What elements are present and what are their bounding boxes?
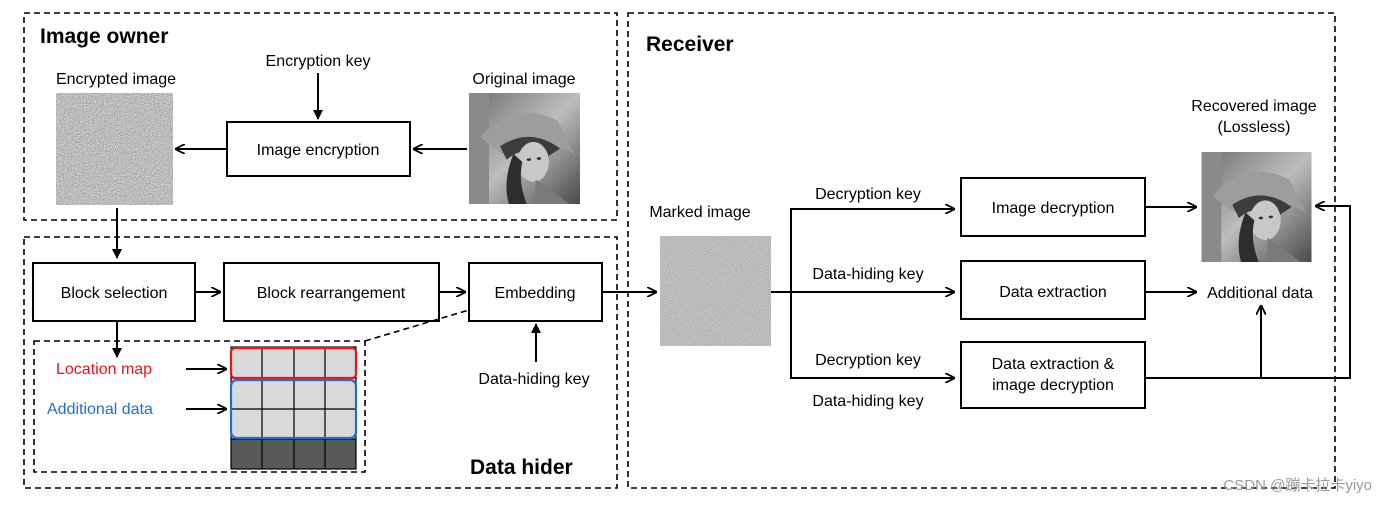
- encrypted-image-label: Encrypted image: [56, 71, 176, 88]
- original-image: [469, 93, 580, 204]
- extraction-decryption-box: [960, 341, 1146, 409]
- original-image-label: Original image: [472, 71, 575, 88]
- block-selection-text: Block selection: [61, 285, 168, 302]
- data-hiding-key-label-2: Data-hiding key: [812, 393, 923, 410]
- detail-callout-line: [364, 309, 470, 342]
- watermark: CSDN @蹦卡拉卡yiyo: [1223, 477, 1372, 494]
- data-extraction-text: Data extraction: [999, 284, 1107, 301]
- receiver-additional-data-label: Additional data: [1207, 285, 1313, 302]
- marked-image: [660, 236, 771, 346]
- section-title-image-owner: Image owner: [40, 25, 168, 48]
- image-decryption-box: [960, 177, 1146, 237]
- branch-to-extraction-decryption: [790, 292, 954, 378]
- encryption-key-label: Encryption key: [266, 53, 371, 70]
- combined-to-recovered-arrow: [1145, 206, 1351, 379]
- additional-data-label: Additional data: [47, 401, 153, 418]
- receiver-frame: [627, 12, 1336, 489]
- section-title-receiver: Receiver: [646, 33, 734, 56]
- extraction-decryption-text-line1: Data extraction &: [992, 356, 1115, 373]
- decryption-key-label-1: Decryption key: [815, 186, 921, 203]
- image-decryption-text: Image decryption: [992, 200, 1115, 217]
- location-map-highlight: [229, 346, 358, 380]
- recovered-image-label-line2: (Lossless): [1218, 119, 1291, 136]
- hider-data-hiding-key-label: Data-hiding key: [478, 371, 589, 388]
- block-detail-frame: [33, 340, 366, 473]
- recovered-image: [1201, 152, 1312, 262]
- marked-image-label: Marked image: [649, 204, 750, 221]
- decryption-key-label-2: Decryption key: [815, 352, 921, 369]
- block-rearrangement-text: Block rearrangement: [257, 285, 406, 302]
- encrypted-image: [56, 93, 173, 205]
- recovered-image-label-line1: Recovered image: [1191, 98, 1317, 115]
- embedding-text: Embedding: [495, 285, 576, 302]
- data-hiding-key-label-1: Data-hiding key: [812, 266, 923, 283]
- additional-data-highlight: [229, 378, 358, 440]
- image-encryption-text: Image encryption: [257, 142, 380, 159]
- data-extraction-box: [960, 260, 1146, 320]
- section-title-data-hider: Data hider: [470, 456, 573, 479]
- block-grid: [229, 346, 358, 470]
- branch-to-image-decryption: [771, 209, 954, 293]
- block-rearrangement-box: [223, 262, 440, 322]
- extraction-decryption-text-line2: image decryption: [992, 377, 1114, 394]
- embedding-box: [468, 262, 603, 322]
- location-map-label: Location map: [56, 361, 152, 378]
- image-encryption-box: [226, 121, 411, 177]
- data-hider-frame: [23, 236, 618, 489]
